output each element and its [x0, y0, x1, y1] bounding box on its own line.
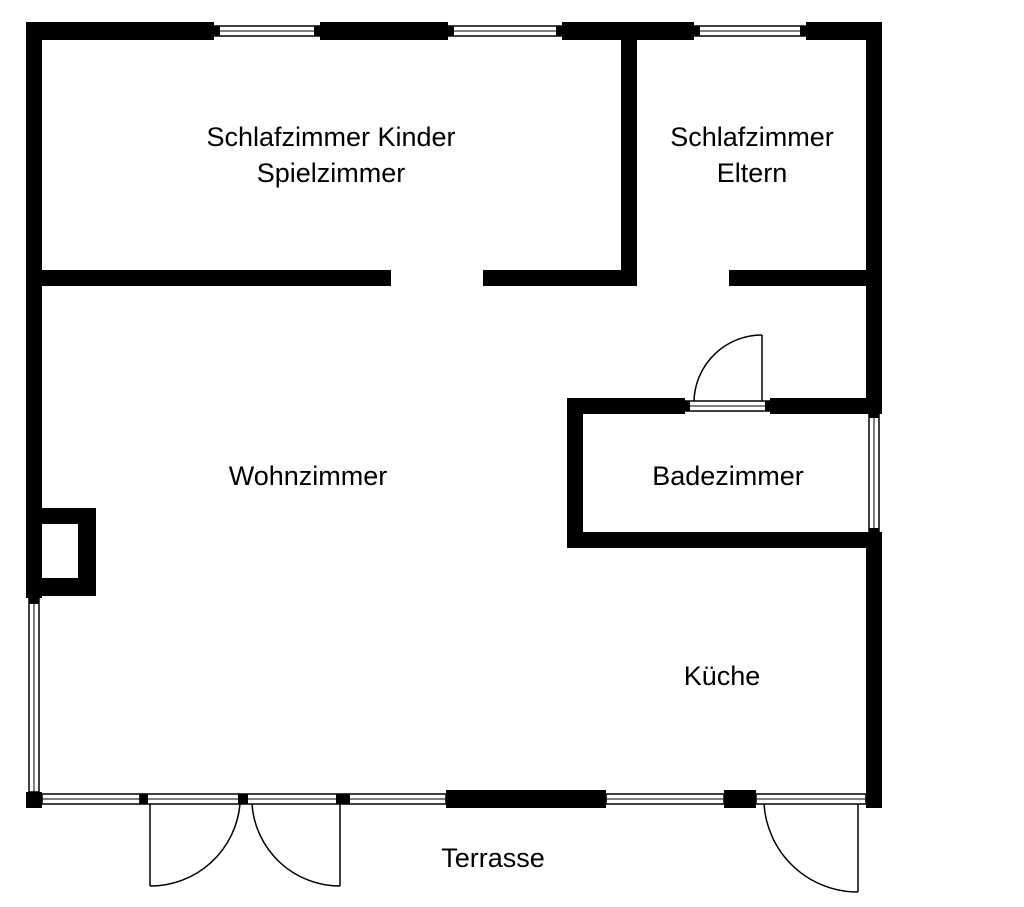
- wall-mid-2: [483, 270, 637, 286]
- wall-bottom-corner-right: [866, 790, 882, 808]
- windows: [28, 25, 880, 805]
- wall-left-upper: [26, 22, 42, 598]
- label-kitchen: Küche: [684, 661, 761, 691]
- wall-bath-left: [567, 398, 583, 548]
- room-labels: Schlafzimmer Kinder Spielzimmer Schlafzi…: [206, 122, 833, 873]
- wall-top-4: [806, 22, 882, 40]
- label-kids-room-line2: Spielzimmer: [257, 158, 406, 188]
- wall-bath-top-1: [567, 398, 685, 414]
- window-bottom-2: [343, 793, 447, 805]
- door-kitchen: [755, 793, 867, 893]
- label-parents-room-line1: Schlafzimmer: [670, 122, 834, 152]
- wall-right-lower: [866, 534, 882, 807]
- wall-bath-top-2: [770, 398, 882, 414]
- window-top-1: [213, 25, 321, 37]
- chimney-inner: [42, 524, 78, 578]
- label-terrace: Terrasse: [441, 843, 545, 873]
- label-parents-room-line2: Eltern: [717, 158, 788, 188]
- window-bottom-3: [605, 793, 725, 805]
- wall-bottom-mid: [446, 790, 606, 808]
- door-bath: [684, 334, 771, 412]
- wall-mid-3: [729, 270, 882, 286]
- window-left: [28, 597, 40, 793]
- wall-top-2: [320, 22, 448, 40]
- label-kids-room-line1: Schlafzimmer Kinder: [206, 122, 455, 152]
- window-bottom-1: [41, 793, 141, 805]
- wall-top-1: [26, 22, 214, 40]
- label-living-room: Wohnzimmer: [229, 461, 388, 491]
- wall-bottom-pier: [724, 790, 756, 808]
- window-top-2: [447, 25, 563, 37]
- door-terrace-double: [139, 793, 345, 887]
- wall-bath-bottom: [567, 532, 882, 548]
- window-bath-right: [868, 411, 880, 535]
- wall-bedroom-divider: [621, 22, 637, 286]
- wall-mid-1: [26, 270, 391, 286]
- doors: [139, 334, 867, 893]
- label-bathroom: Badezimmer: [652, 461, 804, 491]
- wall-right-upper: [866, 22, 882, 412]
- wall-bottom-corner-left: [26, 792, 42, 808]
- walls: [26, 22, 882, 808]
- window-top-3: [693, 25, 807, 37]
